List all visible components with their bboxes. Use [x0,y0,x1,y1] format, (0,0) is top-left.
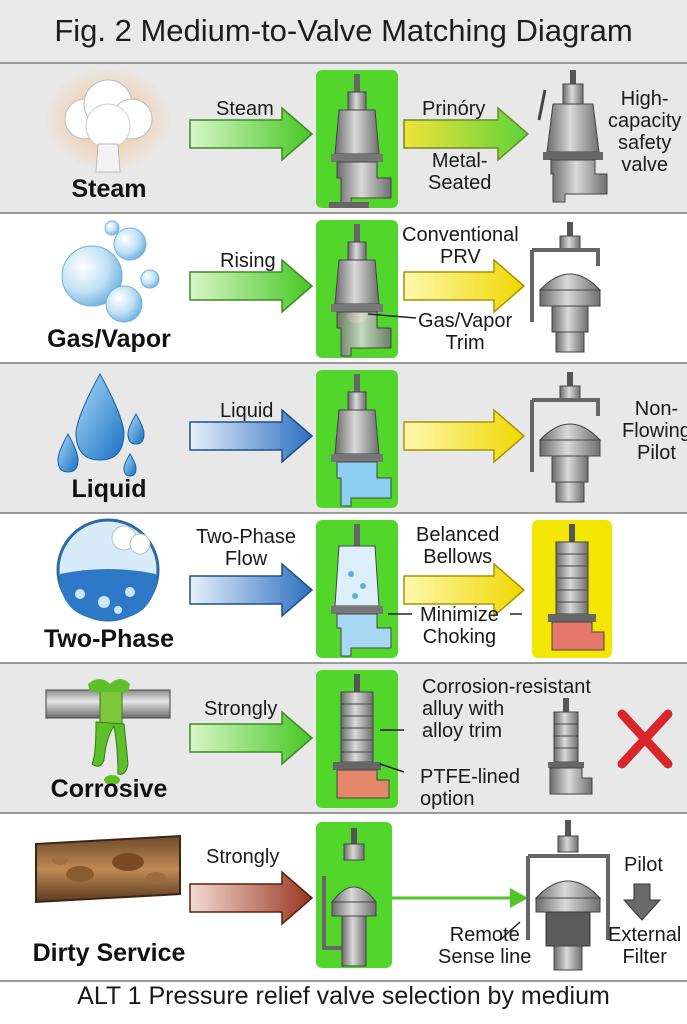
figure-caption: ALT 1 Pressure relief valve selection by… [77,982,610,1010]
diagram-title: Fig. 2 Medium-to-Valve Matching Diagram [54,13,633,48]
gas-output-arrow [403,258,526,314]
row-dirty-graphics [35,820,662,971]
steam-input-arrow [189,106,314,162]
input-label: Strongly [204,698,278,720]
valve-note: Gas/Vapor Trim [418,310,513,354]
input-label: Steam [216,98,274,120]
valve-note: Minimize Choking [420,604,499,648]
medium-label: Steam [71,175,147,203]
liquid-relief-valve [331,374,392,507]
two-phase-input-arrow [189,562,314,618]
valve-note: PTFE-lined option [420,766,521,810]
row-gas-vapor: Gas/Vapor Rising Conventional PRV Gas/Va… [0,214,687,364]
output-label: Prinóry [422,98,486,120]
result-label: High- capacity safety valve [608,88,682,176]
result-label: Pilot [624,854,663,876]
medium-label: Liquid [71,475,147,503]
gas-pilot-valve [530,222,602,353]
gas-callout-line [367,313,417,319]
medium-label: Two-Phase [43,625,175,653]
row-liquid: Liquid Liquid Non- Flowing Pilot [0,364,687,514]
liquid-input-arrow [189,408,314,464]
steam-relief-valve [329,74,392,208]
row-liquid-graphics [57,370,602,508]
liquid-output-arrow [403,408,526,464]
dirty-pilot-valve [322,828,377,967]
medium-label: Corrosive [50,775,168,803]
result-note: External Filter [608,924,682,968]
output-label: Corrosion-resistant alluy with alloy tri… [422,676,591,742]
dirty-result-pilot-valve [526,820,610,971]
steam-cloud-icon [46,69,170,173]
medium-label: Dirty Service [32,939,186,967]
row-corrosive-graphics [45,670,673,808]
gas-input-arrow [189,258,314,314]
input-label: Strongly [206,846,280,868]
input-label: Two-Phase Flow [196,526,297,570]
steam-safety-valve [537,70,608,203]
result-label: Non- Flowing Pilot [622,398,687,464]
down-arrow-icon [622,883,662,921]
liquid-pilot-valve [530,372,602,503]
water-drops-icon [57,372,145,477]
row-steam-graphics [46,69,608,208]
reject-x-icon [617,709,673,769]
gas-relief-valve [331,224,392,357]
corrosive-input-arrow [189,710,314,766]
input-label: Liquid [220,400,274,422]
valve-note: Remote Sense line [438,924,532,968]
valve-note: Metal- Seated [428,150,492,194]
two-phase-relief-valve [331,524,392,657]
steam-output-arrow [403,106,530,162]
two-phase-sphere-icon [56,518,160,622]
input-label: Rising [220,250,276,272]
dirty-input-arrow [189,870,314,926]
row-corrosive: Corrosive Strongly Corrosion-resistant a… [0,664,687,814]
corroded-pipe-icon [45,679,171,785]
gas-bubbles-icon [61,220,160,323]
medium-label: Gas/Vapor [47,325,171,353]
dirty-pipe-icon [35,834,181,904]
two-phase-output-arrow [403,562,526,618]
row-gas-graphics [61,220,602,358]
corrosive-bellows-valve [333,674,390,799]
output-label: Belanced Bellows [416,524,500,568]
row-steam: Steam Steam Prinóry Metal- Seated High- … [0,64,687,214]
row-dirty-service: Dirty Service Strongly Remote Sense line… [0,814,687,982]
row-two-phase: Two-Phase Two-Phase Flow Belanced Bellow… [0,514,687,664]
alloy-bellows-valve [548,698,593,795]
balanced-bellows-valve [548,524,605,651]
title-bar: Fig. 2 Medium-to-Valve Matching Diagram [0,0,687,64]
output-label: Conventional PRV [402,224,519,268]
dirty-output-arrow [392,888,528,908]
row-two-phase-graphics [56,518,612,658]
